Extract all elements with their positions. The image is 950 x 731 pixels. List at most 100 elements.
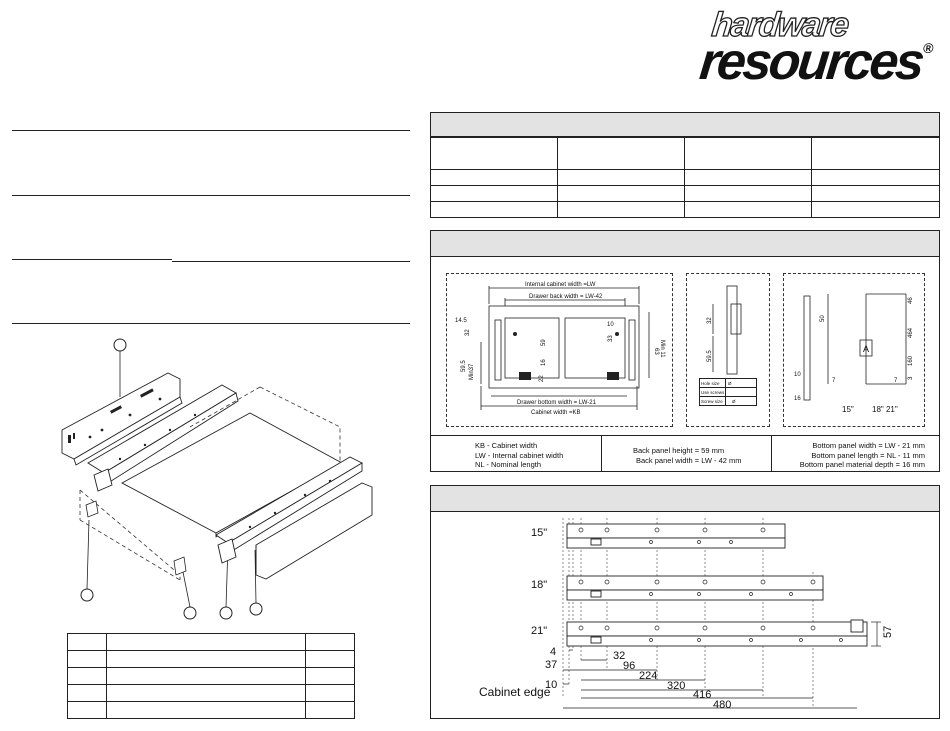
note-nl: NL - Nominal length	[475, 460, 542, 469]
dim-37: 37	[545, 659, 557, 671]
rail-size-15: 15"	[531, 527, 547, 539]
rail-18	[566, 575, 824, 601]
side-view-box: 50 10 16 7 7 46 464 160 3 A 15" 18" 21"	[783, 273, 925, 427]
spec-table	[430, 137, 940, 218]
label-464: 464	[908, 327, 914, 338]
rail-panel: 15" 18" 21" 4 37 10 32 96 224 320 416 48…	[430, 485, 940, 719]
label-160: 160	[908, 355, 914, 366]
dimensions-panel: Internal cabinet width =LW Drawer back w…	[430, 230, 940, 472]
callout-3	[183, 606, 197, 620]
callout-5	[249, 602, 263, 616]
rail-15	[566, 523, 786, 549]
note-kb: KB - Cabinet width	[475, 441, 538, 450]
note-back-height: Back panel height = 59 mm	[633, 446, 725, 455]
cabinet-edge-label: Cabinet edge	[479, 685, 551, 699]
label-16: 16	[541, 359, 547, 366]
table-row	[430, 201, 940, 218]
side-view-diagram: 50 10 16 7 7 46 464 160 3 A 15" 18" 21"	[794, 293, 914, 414]
left-rule-1	[12, 130, 410, 131]
dim-416: 416	[693, 689, 711, 701]
table-row	[430, 185, 940, 202]
label-10-b: 10	[794, 372, 801, 378]
table-row	[430, 137, 940, 170]
notes-divider-2	[771, 436, 772, 472]
table-row	[67, 701, 355, 719]
dim-320: 320	[667, 680, 685, 692]
label-63: 63	[653, 348, 659, 355]
legend-use-screws: Use screws	[699, 387, 726, 397]
table-row	[67, 667, 355, 685]
table-row	[430, 169, 940, 186]
rail-21	[566, 619, 868, 647]
dim-32: 32	[613, 650, 625, 662]
label-10: 10	[607, 322, 614, 328]
left-rule-2	[12, 195, 410, 196]
label-18-21-inch: 18" 21"	[872, 405, 898, 414]
label-14-5: 14.5	[455, 318, 467, 324]
label-46: 46	[908, 297, 914, 304]
legend-hole-value: Ø	[725, 378, 757, 388]
notes-divider-1	[601, 436, 602, 472]
label-33: 33	[608, 335, 614, 342]
notes-strip: KB - Cabinet width LW - Internal cabinet…	[431, 435, 939, 472]
label-min11: Min 11	[659, 340, 665, 358]
label-50: 50	[820, 315, 826, 322]
notes-col1: KB - Cabinet width LW - Internal cabinet…	[475, 441, 563, 470]
rail-height-57: 57	[882, 626, 894, 638]
hardware-resources-logo: hardware resources®	[697, 5, 940, 91]
note-lw: LW - Internal cabinet width	[475, 450, 564, 460]
callout-4	[219, 606, 233, 620]
logo-line2: resources®	[697, 32, 932, 92]
front-view-diagram: Internal cabinet width =LW Drawer back w…	[455, 282, 665, 416]
label-59-5: 59.5	[461, 360, 467, 372]
rail-size-21: 21"	[531, 625, 547, 637]
table-row: Use screws	[699, 387, 757, 397]
logo-word: resources	[696, 33, 925, 91]
label-15-inch: 15"	[842, 405, 854, 414]
label-32-b: 32	[707, 317, 713, 324]
label-min37: Min37	[469, 363, 475, 380]
label-internal-width: Internal cabinet width =LW	[525, 282, 596, 288]
dim-480: 480	[713, 699, 731, 711]
left-rule-3a	[12, 259, 172, 260]
note-bottom-length: Bottom panel length = NL - 11 mm	[811, 450, 925, 460]
rail-panel-header	[431, 486, 939, 512]
table-row	[67, 684, 355, 702]
label-16-b: 16	[794, 396, 801, 402]
drawer-exploded-illustration	[61, 338, 373, 620]
table-row	[67, 650, 355, 668]
rail-diagram: 15" 18" 21" 4 37 10 32 96 224 320 416 48…	[479, 518, 894, 711]
note-bottom-width: Bottom panel width = LW - 21 mm	[812, 441, 925, 450]
legend-screws-value	[725, 387, 757, 397]
left-rule-3b	[172, 261, 410, 262]
front-view-box: Internal cabinet width =LW Drawer back w…	[446, 273, 673, 427]
label-22: 22	[539, 375, 545, 382]
table-row	[67, 633, 355, 651]
label-cabinet-width: Cabinet width =KB	[531, 410, 581, 416]
spec-panel-header	[431, 113, 939, 137]
label-7: 7	[832, 378, 836, 384]
label-7-b: 7	[894, 378, 898, 384]
dimensions-panel-header	[431, 231, 939, 257]
left-rule-4	[12, 323, 410, 324]
label-59: 59	[541, 339, 547, 346]
callout-2	[80, 588, 94, 602]
note-back-width: Back panel width = LW - 42 mm	[636, 455, 742, 465]
callout-1	[113, 338, 127, 352]
parts-table	[67, 633, 355, 719]
spec-panel	[430, 112, 940, 218]
rail-size-18: 18"	[531, 579, 547, 591]
legend-hole-size: Hole size	[699, 378, 726, 388]
dim-96: 96	[623, 660, 635, 672]
label-59-5-b: 59.5	[707, 350, 713, 362]
back-section-diagram: 32 59.5	[707, 285, 742, 375]
note-bottom-depth: Bottom panel material depth = 16 mm	[799, 460, 925, 469]
dim-224: 224	[639, 670, 657, 682]
notes-col3: Bottom panel width = LW - 21 mm Bottom p…	[800, 441, 925, 470]
legend-screw-size: Screw size	[699, 396, 726, 406]
label-bottom-width: Drawer bottom width = LW-21	[517, 400, 597, 406]
dim-10: 10	[545, 679, 557, 691]
